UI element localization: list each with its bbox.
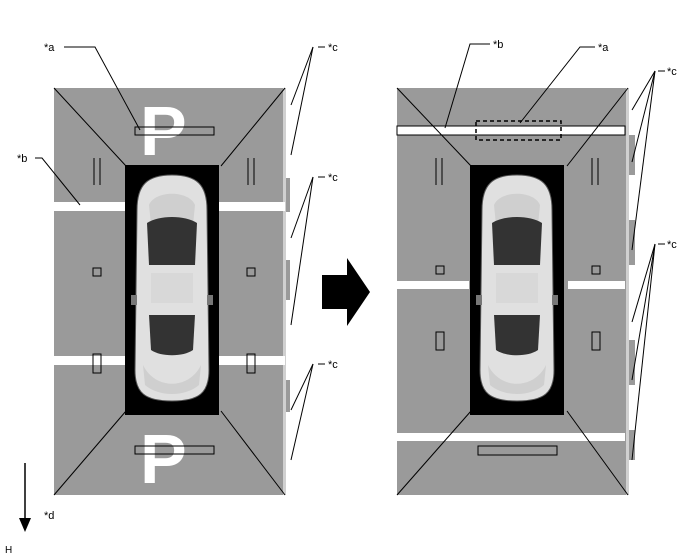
callout-c-left-middle: *c <box>328 172 338 184</box>
left-parking-scene: P P <box>53 87 290 498</box>
callout-a-right: *a <box>598 42 609 54</box>
callout-c-right-bottom: *c <box>667 239 677 251</box>
right-target-bottom <box>477 445 558 456</box>
down-arrow-icon <box>19 463 31 532</box>
right-car-icon <box>469 164 565 416</box>
callout-d: *d <box>44 510 54 522</box>
figure-code: H <box>5 545 12 556</box>
callout-b-left: *b <box>17 153 27 165</box>
leader-lines <box>35 43 665 461</box>
left-parking-lines <box>54 202 285 365</box>
callout-a-left: *a <box>44 42 55 54</box>
callout-c-right-top: *c <box>667 66 677 78</box>
right-parking-scene <box>396 87 635 496</box>
callout-c-left-bottom: *c <box>328 359 338 371</box>
left-car-icon <box>124 164 220 416</box>
right-parking-lines <box>396 125 626 441</box>
callout-b-right: *b <box>493 39 503 51</box>
left-p-mark-top: P <box>140 92 187 170</box>
right-target-dashed <box>475 120 562 141</box>
left-p-mark-bottom: P <box>140 420 187 498</box>
callout-c-left-top: *c <box>328 42 338 54</box>
left-target-bottom <box>134 445 215 455</box>
right-arrow-icon <box>322 258 370 326</box>
left-target-top <box>134 126 215 136</box>
